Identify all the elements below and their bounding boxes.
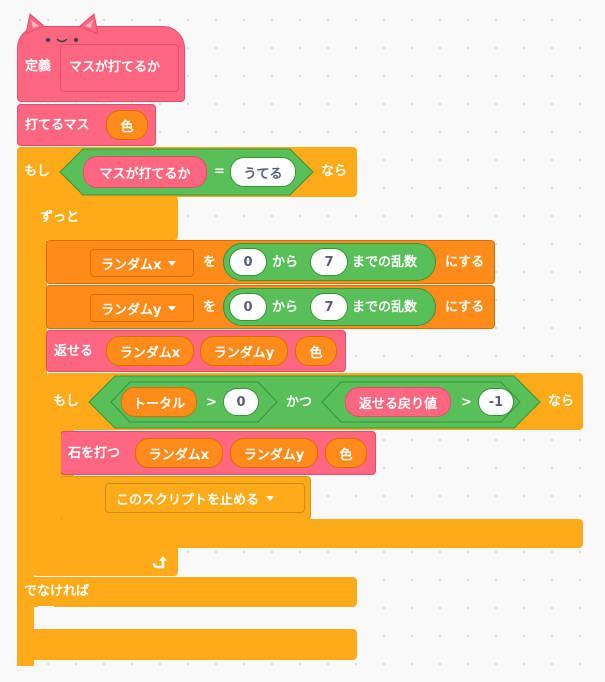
random-operator-x[interactable]: 0 から 7 までの乱数 xyxy=(223,243,436,281)
chevron-down-icon xyxy=(168,305,177,311)
set-suffix-label-y: にする xyxy=(445,300,485,315)
forever-block[interactable]: ずっと xyxy=(33,196,178,240)
if-else-bottom xyxy=(17,629,357,660)
inner-if-bottom xyxy=(46,519,583,548)
set-to-label: を xyxy=(203,255,217,270)
place-stone-label: 石を打つ xyxy=(68,446,121,461)
flip-arg-color[interactable]: 色 xyxy=(295,336,337,366)
set-suffix-label: にする xyxy=(445,255,485,270)
place-arg-random-y[interactable]: ランダムy xyxy=(230,438,318,468)
reporter-flip-return[interactable]: 返せる戻り値 xyxy=(345,387,451,417)
define-keyword: 定義 xyxy=(25,59,52,74)
forever-spine xyxy=(33,239,47,575)
cat-face-icon xyxy=(25,13,99,43)
chevron-down-icon xyxy=(168,260,177,266)
rhs-value-uteru[interactable]: うてる xyxy=(230,157,296,187)
random-from-y[interactable]: 0 xyxy=(229,293,267,321)
flip-arg-random-x[interactable]: ランダムx xyxy=(106,336,194,366)
place-arg-random-x[interactable]: ランダムx xyxy=(135,438,223,468)
right-gt-sign: > xyxy=(461,395,472,410)
define-name-label: マスが打てるか xyxy=(69,60,161,75)
variable-dropdown-y[interactable]: ランダムy xyxy=(90,294,194,322)
call-block-uteru-masu[interactable]: 打てるマス 色 xyxy=(17,104,156,146)
forever-label: ずっと xyxy=(40,210,80,225)
variable-name-y: ランダムy xyxy=(101,302,162,318)
if-else-spine xyxy=(17,196,34,666)
if-label: もし xyxy=(24,164,51,179)
random-from-label: から xyxy=(272,255,299,270)
inner-then-label: なら xyxy=(548,394,575,409)
right-gt-value[interactable]: -1 xyxy=(478,388,514,416)
call-block-label: 打てるマス xyxy=(25,118,90,133)
flip-block[interactable]: 返せる ランダムx ランダムy 色 xyxy=(46,330,346,372)
left-gt-sign: > xyxy=(206,395,217,410)
random-suffix-label-y: までの乱数 xyxy=(352,300,418,315)
else-section[interactable]: でなければ xyxy=(17,577,357,607)
place-arg-color[interactable]: 色 xyxy=(325,438,367,468)
variable-dropdown-x[interactable]: ランダムx xyxy=(90,249,194,277)
reporter-masu-ga-uteru-ka[interactable]: マスが打てるか xyxy=(83,156,207,188)
inner-if-label: もし xyxy=(53,394,80,409)
stop-option-dropdown[interactable]: このスクリプトを止める xyxy=(105,483,305,513)
variable-name-x: ランダムx xyxy=(101,257,162,273)
define-prototype-block[interactable]: マスが打てるか xyxy=(60,44,179,92)
random-from-x[interactable]: 0 xyxy=(229,248,267,276)
random-suffix-label: までの乱数 xyxy=(352,255,418,270)
random-to-y[interactable]: 7 xyxy=(310,293,348,321)
random-to-x[interactable]: 7 xyxy=(310,248,348,276)
and-label: かつ xyxy=(286,395,313,410)
random-from-label-y: から xyxy=(272,300,299,315)
stop-option-label: このスクリプトを止める xyxy=(116,492,260,508)
left-gt-value[interactable]: 0 xyxy=(223,388,259,416)
else-empty-slot xyxy=(34,607,357,629)
random-operator-y[interactable]: 0 から 7 までの乱数 xyxy=(223,288,436,326)
reporter-total[interactable]: トータル xyxy=(121,387,197,417)
flip-arg-random-y[interactable]: ランダムy xyxy=(200,336,288,366)
call-arg-color[interactable]: 色 xyxy=(106,110,148,140)
else-label: でなければ xyxy=(24,584,90,599)
place-stone-block[interactable]: 石を打つ ランダムx ランダムy 色 xyxy=(60,431,376,475)
inner-if-left-edge xyxy=(46,429,61,549)
equals-sign: = xyxy=(214,164,225,179)
forever-bottom xyxy=(33,548,178,576)
chevron-down-icon xyxy=(266,495,275,501)
stop-block[interactable]: このスクリプトを止める xyxy=(60,476,311,520)
loop-arrow-icon xyxy=(152,556,167,569)
flip-label: 返せる xyxy=(54,344,94,359)
set-to-label-y: を xyxy=(203,300,217,315)
then-label: なら xyxy=(321,164,348,179)
